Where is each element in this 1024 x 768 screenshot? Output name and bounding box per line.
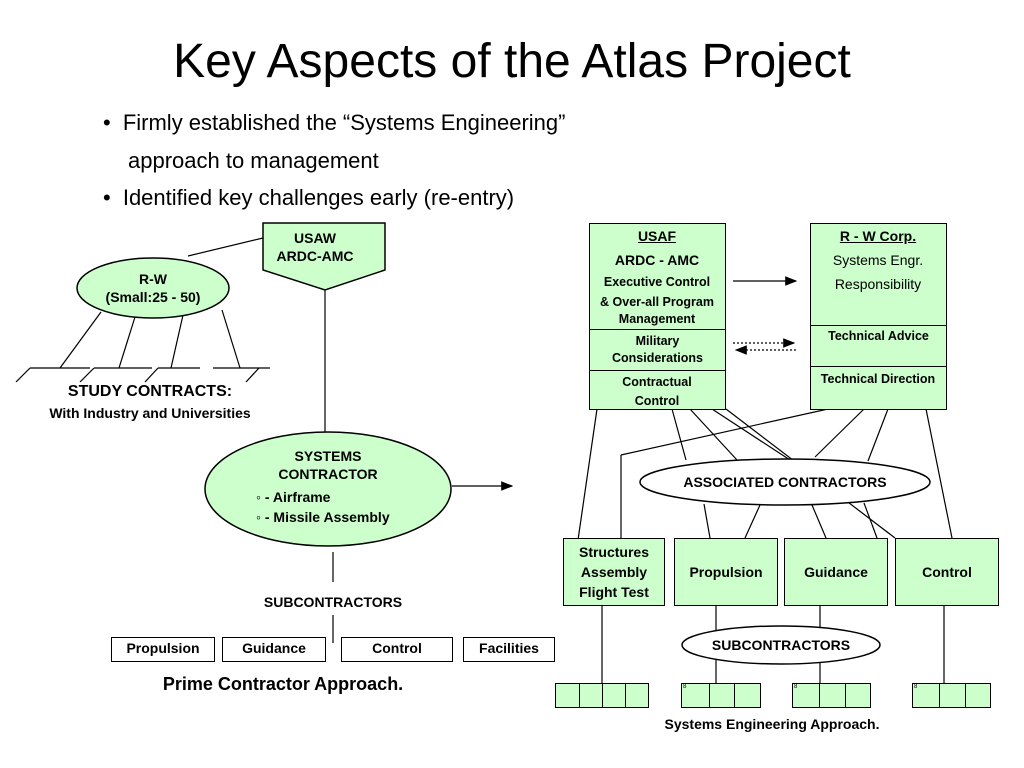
usaf-line-assoc-1 <box>671 408 687 461</box>
usaf-exec-3: Management <box>618 312 696 326</box>
cell-divider <box>965 684 966 707</box>
assoc-line-control <box>863 502 878 539</box>
assoc-line-guidance-right <box>811 504 827 539</box>
prime-caption: Prime Contractor Approach. <box>162 674 404 694</box>
usaf-title: USAF <box>590 226 724 246</box>
usaf-exec-1: Executive Control <box>603 275 711 289</box>
rw-line-structures <box>620 408 829 456</box>
cell-divider <box>579 684 580 707</box>
usaf-contractual-1: Contractual <box>622 375 692 389</box>
rw-corp-title: R - W Corp. <box>811 226 945 246</box>
study-bracket-3 <box>144 367 159 383</box>
usaf-title-text: USAF <box>637 228 677 244</box>
rw-corp-advice: Technical Advice <box>810 325 947 367</box>
rw-ellipse <box>76 257 230 319</box>
systems-label: SYSTEMS <box>294 448 362 464</box>
usaw-shape <box>262 222 386 291</box>
study-contracts-title: STUDY CONTRACTS: <box>67 383 233 400</box>
cell-divider <box>602 684 603 707</box>
prime-subcontractors-label: SUBCONTRACTORS <box>263 594 403 610</box>
bullet-dot: • <box>103 110 111 135</box>
usaf-line-structures <box>577 408 598 541</box>
bullet-2: • Identified key challenges early (re-en… <box>103 185 514 211</box>
se-subcontractors-label: SUBCONTRACTORS <box>711 637 851 653</box>
guidance-box: Guidance <box>784 538 888 606</box>
prime-sub-guidance: Guidance <box>222 637 326 662</box>
structures-line-1: Structures <box>578 544 650 560</box>
usaf-contractual-2: Control <box>634 394 680 408</box>
study-line-1 <box>59 311 102 369</box>
study-bracket-1 <box>15 367 31 383</box>
cell-divider <box>625 684 626 707</box>
rw-corp-direction: Technical Direction <box>820 372 936 386</box>
systems-contractor-node: SYSTEMS CONTRACTOR <box>245 447 411 483</box>
propulsion-box: Propulsion <box>674 538 778 606</box>
systems-items: ◦ - Airframe ◦ - Missile Assembly <box>256 488 436 526</box>
usaw-label: USAW <box>294 230 336 246</box>
slide-title: Key Aspects of the Atlas Project <box>173 35 851 88</box>
cell-divider <box>734 684 735 707</box>
cell-marker: 8 <box>683 684 687 690</box>
rw-line-3 <box>925 408 953 539</box>
bullet-2-line1: Identified key challenges early (re-entr… <box>122 185 515 210</box>
rw-size-label: (Small:25 - 50) <box>105 289 201 305</box>
study-contracts-subtitle: With Industry and Universities <box>49 405 251 421</box>
usaw-rw-connector <box>187 237 264 257</box>
cell-divider <box>845 684 846 707</box>
rw-corp-title-text: R - W Corp. <box>839 228 917 244</box>
study-bracket-2 <box>79 367 95 383</box>
usaf-org: ARDC - AMC <box>614 252 700 268</box>
cell-marker: 8 <box>794 684 798 690</box>
usaw-org-label: ARDC-AMC <box>276 248 354 264</box>
prime-sub-propulsion: Propulsion <box>111 637 215 662</box>
structures-box: Structures Assembly Flight Test <box>563 538 665 606</box>
study-line-3 <box>170 314 184 369</box>
cell-divider <box>939 684 940 707</box>
rw-line-2 <box>867 408 889 462</box>
cell-divider <box>709 684 710 707</box>
study-line-4 <box>221 309 241 369</box>
usaf-military-2: Considerations <box>612 351 703 365</box>
associated-contractors-label: ASSOCIATED CONTRACTORS <box>683 474 887 490</box>
usaf-box: USAF ARDC - AMC Executive Control & Over… <box>589 223 726 410</box>
structures-sub-cells <box>555 683 649 708</box>
usaf-exec-2: & Over-all Program <box>600 295 714 309</box>
propulsion-sub-cells: 8 <box>681 683 761 708</box>
guidance-sub-cells: 8 <box>792 683 871 708</box>
assoc-line-propulsion <box>703 503 711 539</box>
rw-corp-box: R - W Corp. Systems Engr. Responsibility… <box>810 223 947 410</box>
airframe-item: ◦ - Airframe <box>256 489 331 505</box>
control-sub-cells: 8 <box>912 683 991 708</box>
control-box: Control <box>895 538 999 606</box>
usaf-military-1: Military <box>635 334 680 348</box>
bullet-1-line2: approach to management <box>128 148 379 173</box>
contractor-label: CONTRACTOR <box>278 466 378 482</box>
assoc-line-guidance-left <box>744 504 761 539</box>
usaf-line-assoc-3 <box>711 408 791 461</box>
missile-assembly-item: ◦ - Missile Assembly <box>256 509 390 525</box>
usaf-military-section: Military Considerations <box>589 329 726 371</box>
rw-corp-line-1: Systems Engr. <box>832 252 924 268</box>
structures-line-3: Flight Test <box>579 584 649 600</box>
cell-divider <box>819 684 820 707</box>
se-caption: Systems Engineering Approach. <box>664 716 880 732</box>
rw-line-1 <box>814 408 865 458</box>
study-line-2 <box>118 316 136 369</box>
rw-node: R-W (Small:25 - 50) <box>77 270 229 306</box>
associated-contractors-ellipse <box>639 458 931 506</box>
structures-line-2: Assembly <box>580 564 648 580</box>
bullet-dot: • <box>103 185 111 210</box>
rw-label: R-W <box>139 271 167 287</box>
bullet-1-line1: Firmly established the “Systems Engineer… <box>122 110 566 135</box>
systems-contractor-ellipse <box>204 431 452 547</box>
usaw-node: USAW ARDC-AMC <box>263 229 367 265</box>
subcontractors-ellipse <box>681 625 881 665</box>
prime-sub-control: Control <box>341 637 453 662</box>
rw-corp-line-2: Responsibility <box>834 276 922 292</box>
study-bracket-4-tail <box>245 367 260 383</box>
bullet-1: • Firmly established the “Systems Engine… <box>103 110 565 136</box>
prime-sub-facilities: Facilities <box>463 637 555 662</box>
cell-marker: 8 <box>914 684 918 690</box>
